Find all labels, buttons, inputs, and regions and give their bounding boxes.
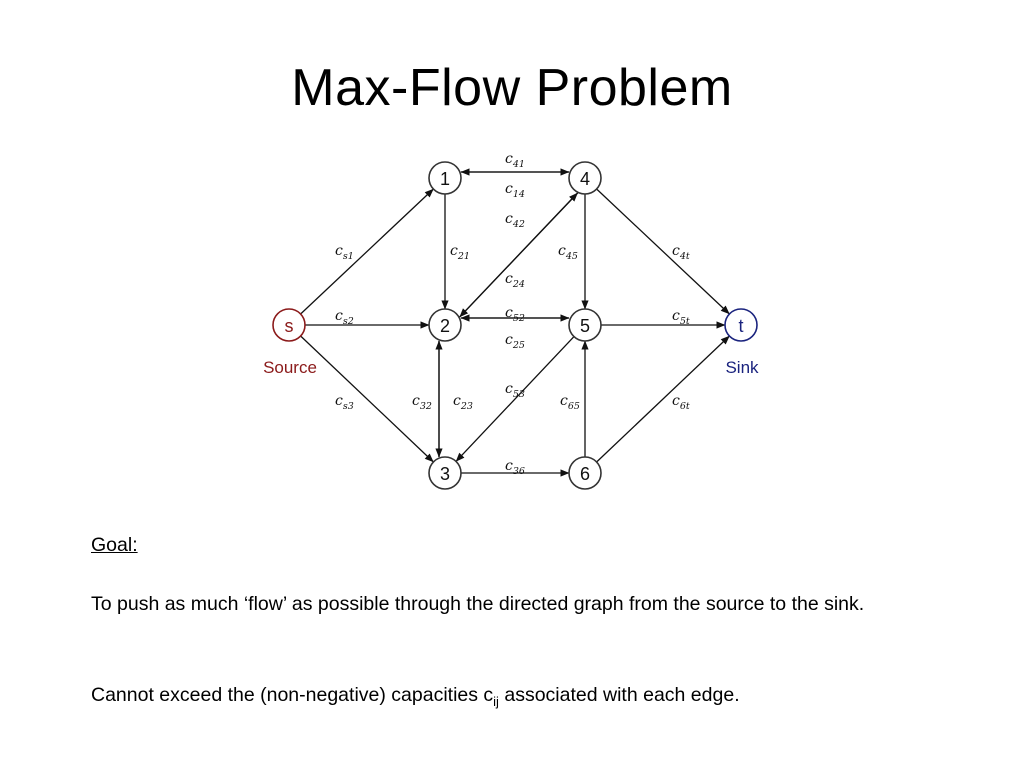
- goal-description: To push as much ‘flow’ as possible throu…: [91, 593, 865, 615]
- capacity-label-s3: cs3: [335, 393, 354, 412]
- capacity-label-42: c42: [505, 211, 525, 230]
- slide-title: Max-Flow Problem: [291, 59, 733, 117]
- node-5: 5: [568, 308, 602, 342]
- capacity-label-s1: cs1: [335, 243, 354, 262]
- edge-4-t: [596, 188, 730, 315]
- node-s: s: [272, 308, 306, 342]
- node-layer: s 1 2 3 4 5 6 t: [272, 161, 758, 490]
- capacity-label-32: c32: [412, 393, 432, 412]
- capacity-label-65: c65: [560, 393, 580, 412]
- capacity-label-5t: c5t: [672, 308, 690, 327]
- node-4: 4: [568, 161, 602, 195]
- edge-2-4: [459, 192, 579, 318]
- node-2: 2: [428, 308, 462, 342]
- node-label-2: 2: [440, 316, 450, 336]
- capacity-label-6t: c6t: [672, 393, 690, 412]
- edge-6-t: [596, 335, 730, 463]
- capacity-constraint: Cannot exceed the (non-negative) capacit…: [91, 680, 931, 710]
- capacity-constraint-text: Cannot exceed the (non-negative) capacit…: [91, 684, 494, 706]
- edge-s-3: [300, 335, 434, 463]
- capacity-label-23: c23: [453, 393, 473, 412]
- node-label-5: 5: [580, 316, 590, 336]
- edge-s-1: [300, 188, 434, 315]
- node-label-3: 3: [440, 464, 450, 484]
- edge-layer: [300, 168, 730, 477]
- node-3: 3: [428, 456, 462, 490]
- node-label-t: t: [738, 316, 743, 336]
- capacity-label-s2: cs2: [335, 308, 354, 327]
- capacity-label-24: c24: [505, 271, 525, 290]
- capacity-label-53: c53: [505, 381, 525, 400]
- sink-label: Sink: [725, 358, 759, 377]
- node-label-6: 6: [580, 464, 590, 484]
- capacity-label-14: c14: [505, 181, 525, 200]
- capacity-subscript: ij: [493, 694, 499, 709]
- capacity-label-4t: c4t: [672, 243, 690, 262]
- node-label-1: 1: [440, 169, 450, 189]
- capacity-constraint-text-end: associated with each edge.: [498, 684, 740, 706]
- source-label: Source: [263, 358, 317, 377]
- node-6: 6: [568, 456, 602, 490]
- node-label-s: s: [285, 316, 294, 336]
- node-label-4: 4: [580, 169, 590, 189]
- capacity-label-21: c21: [450, 243, 470, 262]
- capacity-label-41: c41: [505, 151, 525, 170]
- capacity-label-layer: cs1 cs2 cs3 c41 c14 c21 c42 c24 c45 c4t c52 c25 c5t c…: [335, 151, 690, 477]
- node-1: 1: [428, 161, 462, 195]
- goal-heading: Goal:: [91, 534, 138, 556]
- capacity-label-25: c25: [505, 332, 525, 351]
- capacity-label-45: c45: [558, 243, 578, 262]
- capacity-label-36: c36: [505, 458, 525, 477]
- capacity-label-52: c52: [505, 305, 525, 324]
- node-t: t: [724, 308, 758, 342]
- edge-5-3: [455, 336, 575, 462]
